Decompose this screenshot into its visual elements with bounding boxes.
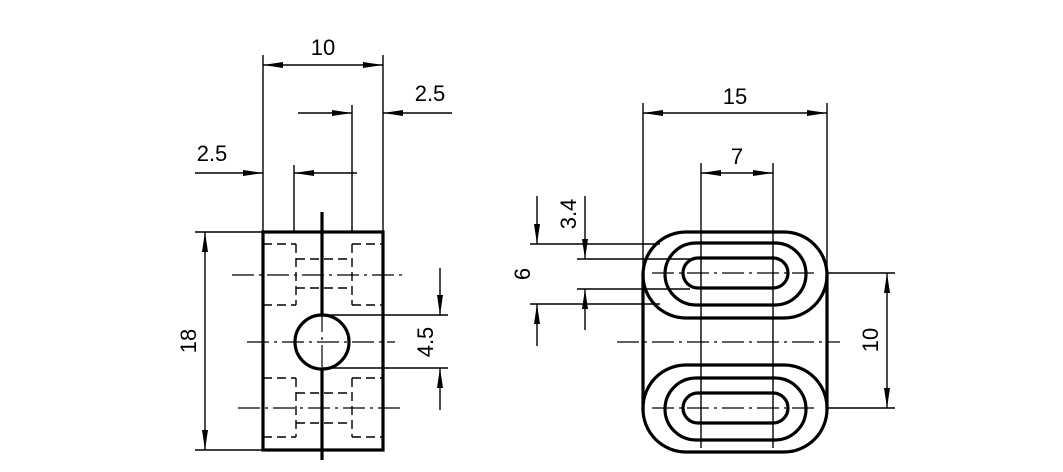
dimension-left-offset: 2.5	[195, 141, 357, 232]
front-view: 10 2.5 2.5 18 4.5	[176, 35, 452, 460]
dimension-inner-slot: 3.4	[556, 196, 690, 330]
dimension-slot-length: 7	[700, 144, 774, 448]
top-slot-middle	[663, 241, 808, 307]
dim-label: 2.5	[415, 81, 446, 106]
bottom-slot-middle	[663, 376, 808, 442]
dim-label: 2.5	[197, 141, 228, 166]
bottom-slot-inner	[681, 391, 790, 425]
dimension-right-offset: 2.5	[298, 81, 452, 232]
dim-label: 7	[731, 144, 743, 169]
dimension-width: 10	[262, 35, 384, 232]
hidden-features-bottom	[238, 377, 400, 438]
dim-label: 6	[510, 268, 535, 280]
dimension-height: 18	[176, 231, 263, 451]
dimension-side-width: 15	[642, 84, 828, 273]
hidden-features-top	[232, 243, 402, 306]
dim-label: 10	[311, 35, 335, 60]
dimension-hole: 4.5	[322, 268, 448, 410]
dimension-outer-slot: 6	[510, 196, 660, 346]
dim-label: 4.5	[413, 327, 438, 358]
dim-label: 15	[723, 84, 747, 109]
dimension-slot-pitch: 10	[827, 272, 895, 409]
dim-label: 18	[176, 329, 201, 353]
dim-label: 10	[858, 328, 883, 352]
top-slot-inner	[681, 256, 790, 290]
side-view: 15 7 6 3.4 10	[510, 84, 895, 454]
dim-label: 3.4	[556, 199, 581, 230]
